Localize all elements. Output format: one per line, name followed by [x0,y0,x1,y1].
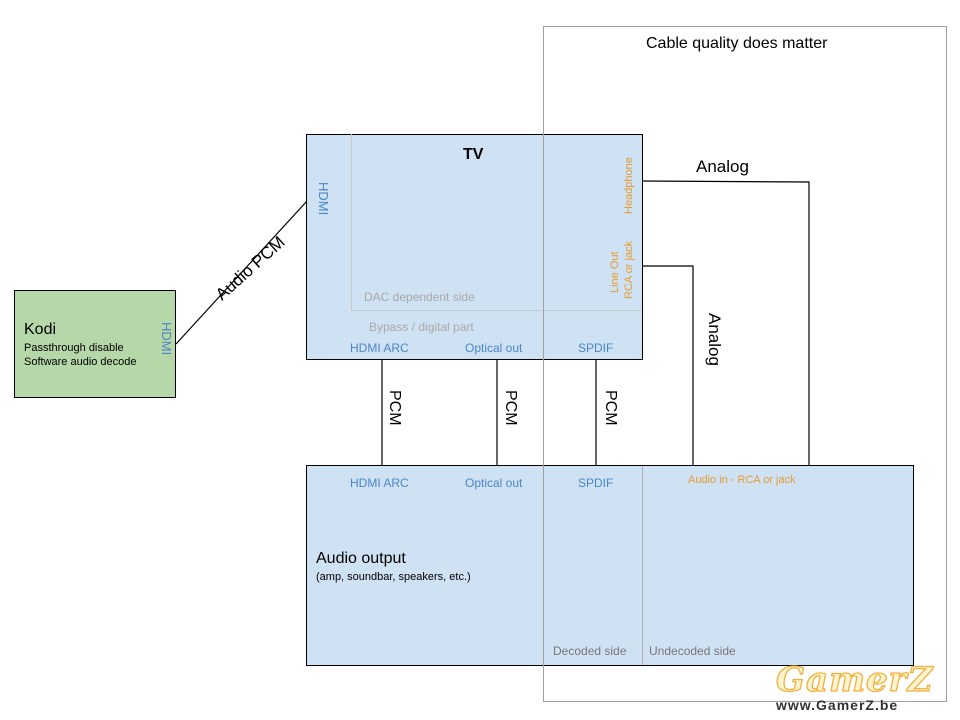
ao-analog-in-port: Audio in - RCA or jack [688,474,796,486]
analog-lineout-label: Analog [705,313,724,366]
kodi-title: Kodi [24,321,57,338]
undecoded-side-label: Undecoded side [649,644,736,658]
tv-box [306,134,643,360]
ao-spdif-port: SPDIF [578,476,614,490]
decoded-divider [642,466,643,665]
bypass-label: Bypass / digital part [369,320,474,334]
kodi-box [14,290,176,398]
analog-headphone-label: Analog [696,157,749,176]
tv-optical-port: Optical out [465,341,523,355]
decoded-side-label: Decoded side [553,644,627,658]
ao-optical-port: Optical out [465,476,523,490]
cable-quality-title: Cable quality does matter [646,35,828,52]
tv-title: TV [463,146,484,163]
pcm-label-2: PCM [502,390,519,426]
gamerz-logo: GamerZ [775,659,934,700]
analog-headphone-line [641,180,810,466]
kodi-line1: Passthrough disable [24,342,124,354]
pcm-label-1: PCM [386,390,403,426]
audio-output-box [306,465,914,666]
pcm-label-3: PCM [602,390,619,426]
kodi-line2: Software audio decode [24,356,137,368]
cable-quality-frame [543,26,947,702]
ao-hdmi-arc-port: HDMI ARC [350,476,409,490]
tv-hdmi-arc-port: HDMI ARC [350,341,409,355]
dac-side-region [351,134,641,311]
gamerz-url: www.GamerZ.be [776,697,899,713]
audio-output-subtitle: (amp, soundbar, speakers, etc.) [316,571,471,583]
audio-output-title: Audio output [316,550,406,567]
tv-spdif-port: SPDIF [578,341,614,355]
dac-dependent-label: DAC dependent side [364,290,475,304]
tv-hdmi-port: HDMI [316,182,331,216]
analog-lineout-line [642,265,694,466]
kodi-hdmi-port: HDMI [159,322,174,356]
kodi-tv-line [175,200,308,345]
